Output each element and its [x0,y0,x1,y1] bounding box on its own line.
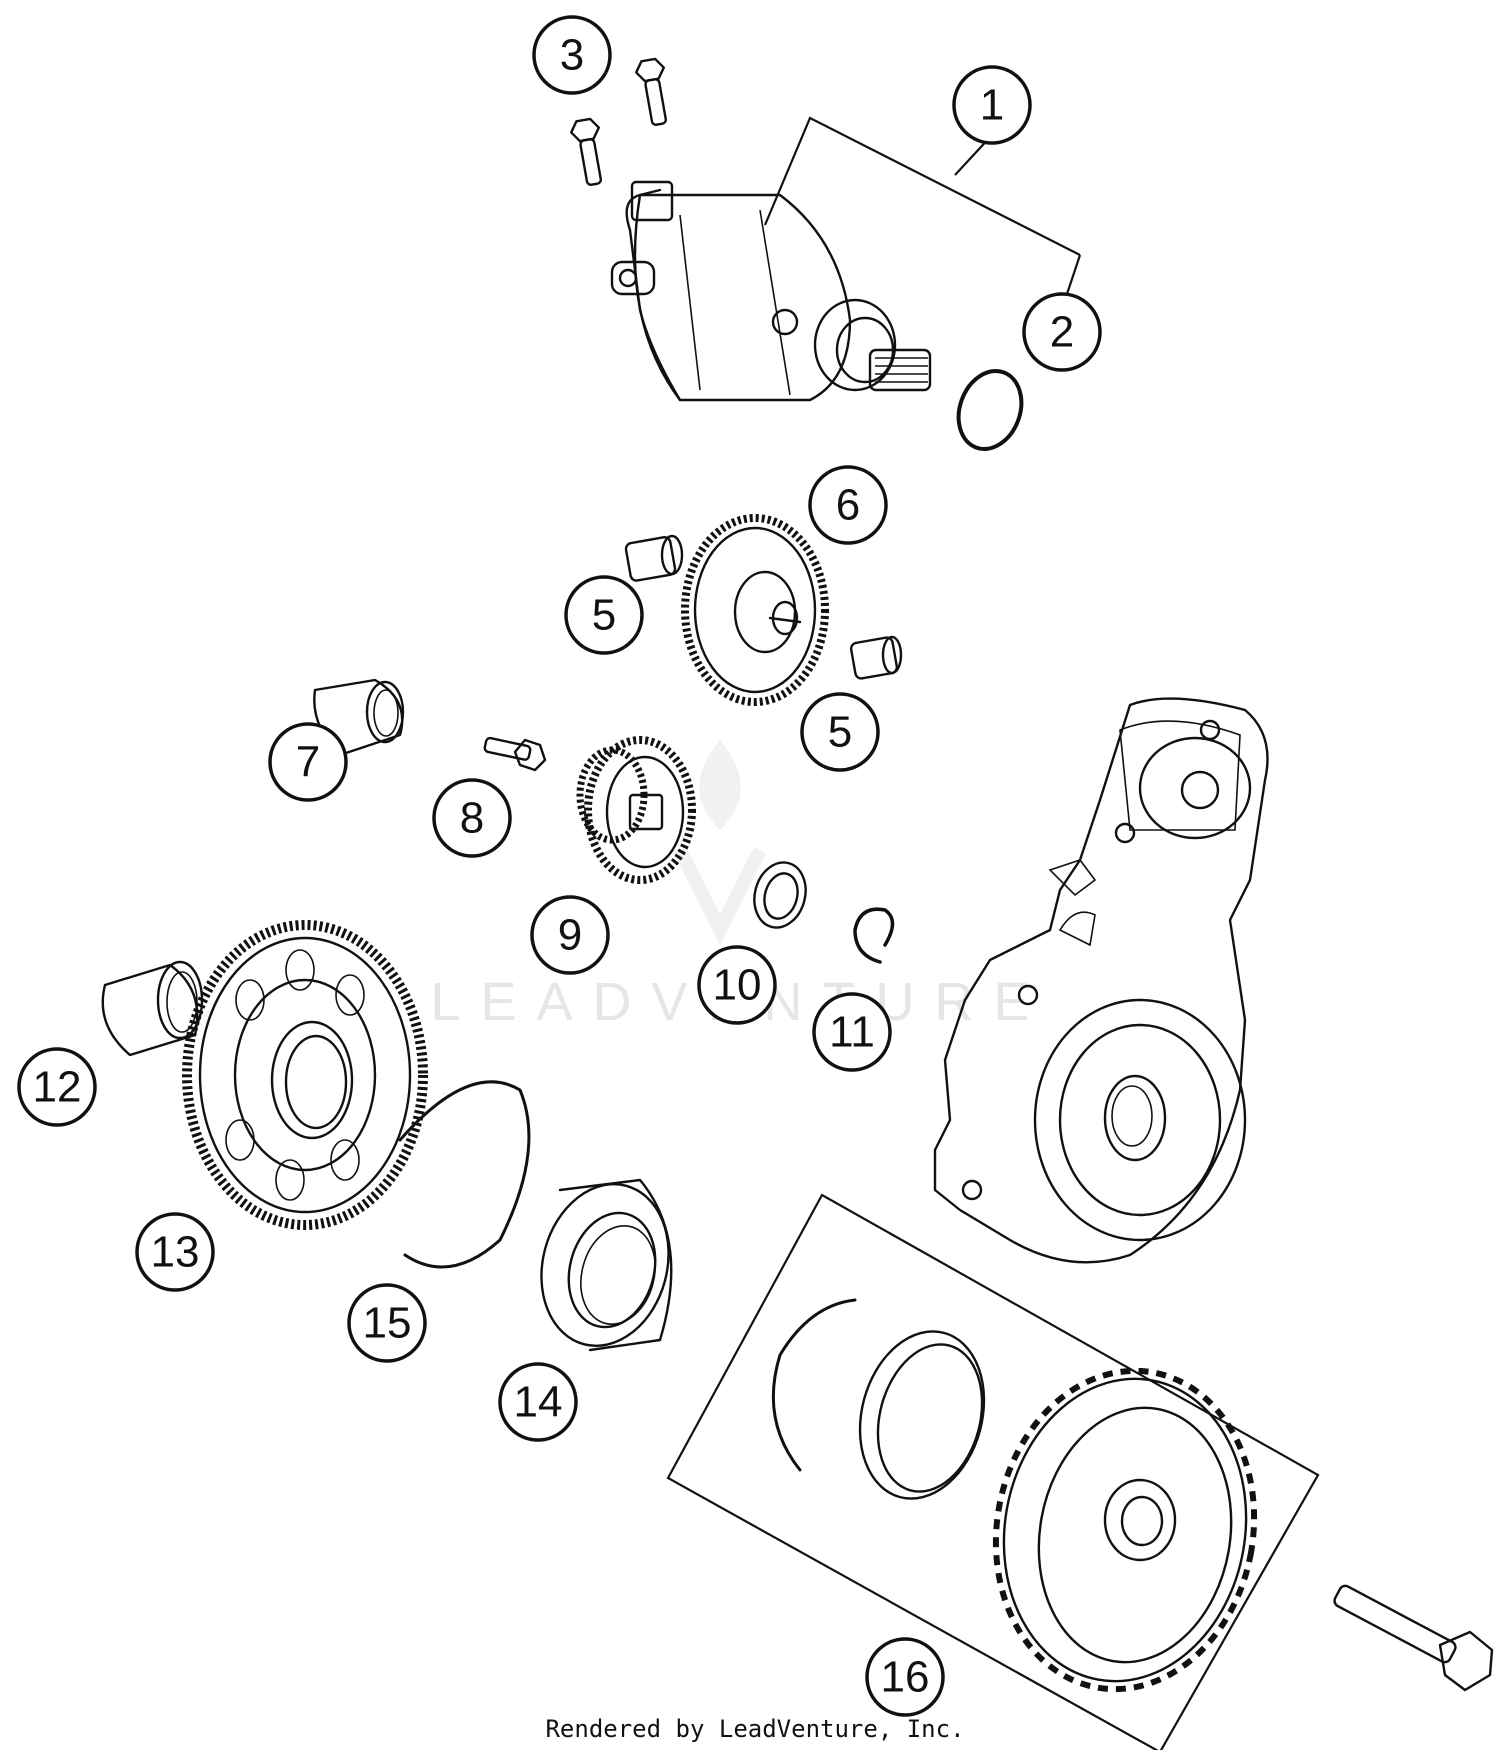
callout-13: 13 [135,1212,215,1292]
callout-label: 8 [460,794,484,843]
part-double-gear-9 [576,736,696,884]
callout-11: 11 [812,992,892,1072]
part-bushing-5a [624,534,684,582]
credit-text: Rendered by LeadVenture, Inc. [545,1715,964,1743]
callout-label: 1 [980,81,1004,130]
callout-label: 10 [713,961,762,1010]
part-bolt-8 [483,736,547,772]
part-ignition-cover [933,697,1269,1264]
part-bearing-14 [540,1178,673,1352]
callout-9: 9 [530,895,610,975]
part-intermediate-gear-6 [681,514,829,706]
callout-label: 16 [881,1653,930,1702]
callout-10: 10 [697,945,777,1025]
callout-15: 15 [347,1283,427,1363]
callout-1: 1 [952,65,1032,145]
part-starter-motor-1 [610,180,932,402]
part-kit-box-16 [666,1193,1320,1750]
callout-label: 14 [514,1378,563,1427]
leader-lines [763,116,1082,301]
callout-8: 8 [432,778,512,858]
callout-label: 13 [151,1228,200,1277]
callout-label: 5 [828,708,852,757]
callout-label: 3 [560,31,584,80]
callout-5b: 5 [800,692,880,772]
callout-16: 16 [865,1637,945,1717]
callout-7: 7 [268,722,348,802]
part-bolts-3 [570,57,668,186]
callout-label: 15 [363,1299,412,1348]
callout-6: 6 [808,465,888,545]
callout-5a: 5 [564,575,644,655]
part-bolt-lower [1333,1584,1494,1692]
callout-label: 5 [592,591,616,640]
callout-14: 14 [498,1362,578,1442]
callout-label: 9 [558,911,582,960]
callout-12: 12 [17,1047,97,1127]
callout-3: 3 [532,15,612,95]
callout-label: 11 [829,1008,875,1057]
callout-label: 7 [296,738,320,787]
callout-label: 2 [1050,308,1074,357]
part-o-ring-2 [956,369,1024,451]
callout-label: 12 [33,1063,82,1112]
part-bushing-5b [849,635,903,680]
callout-label: 6 [836,481,860,530]
part-starter-gear-13 [182,920,428,1230]
part-sleeve-7 [313,678,405,757]
callout-2: 2 [1022,292,1102,372]
part-bearing-sleeve-12 [101,960,204,1057]
part-washer-10 [753,861,807,929]
part-snap-ring-15 [398,1080,531,1269]
part-circlip-11 [853,907,895,964]
